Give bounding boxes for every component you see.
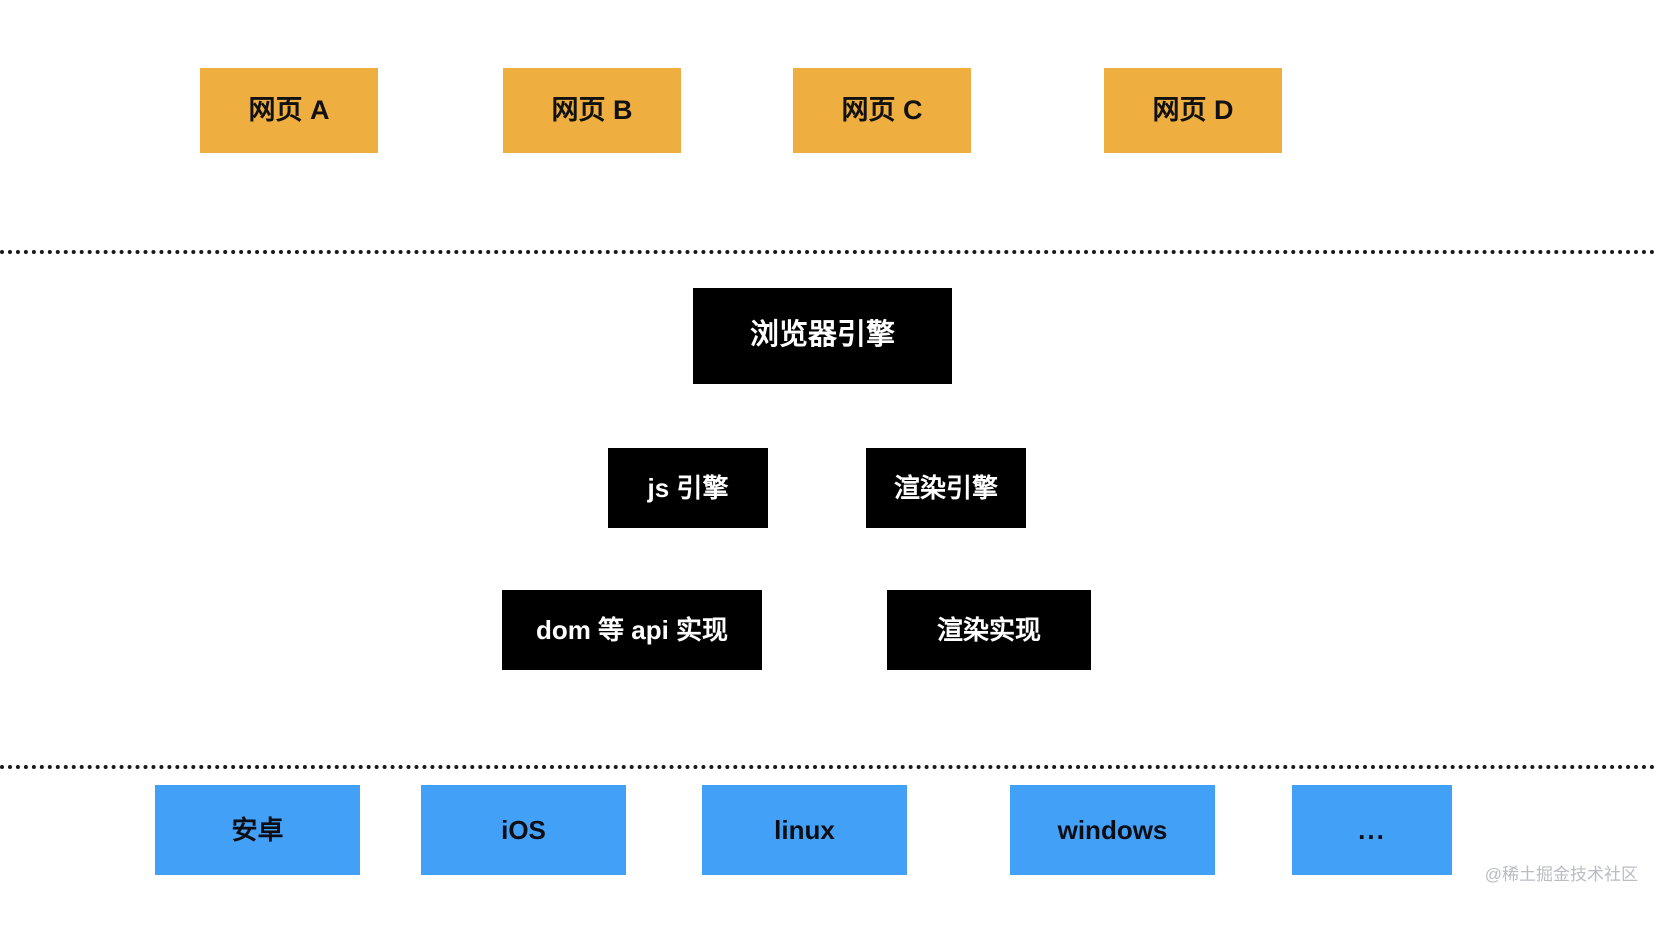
os-box-android: 安卓 (155, 785, 360, 875)
js-engine-box: js 引擎 (608, 448, 768, 528)
os-box-linux: linux (702, 785, 907, 875)
divider-page-engine (0, 250, 1656, 254)
page-box-b: 网页 B (503, 68, 681, 153)
os-box-ios: iOS (421, 785, 626, 875)
page-box-c: 网页 C (793, 68, 971, 153)
os-box-windows: windows (1010, 785, 1215, 875)
browser-engine-box: 浏览器引擎 (693, 288, 952, 384)
page-box-d: 网页 D (1104, 68, 1282, 153)
render-engine-box: 渲染引擎 (866, 448, 1026, 528)
os-box-other: ... (1292, 785, 1452, 875)
page-box-a: 网页 A (200, 68, 378, 153)
render-implementation-box: 渲染实现 (887, 590, 1091, 670)
dom-api-implementation-box: dom 等 api 实现 (502, 590, 762, 670)
divider-engine-os (0, 765, 1656, 769)
watermark-label: @稀土掘金技术社区 (1484, 865, 1638, 884)
